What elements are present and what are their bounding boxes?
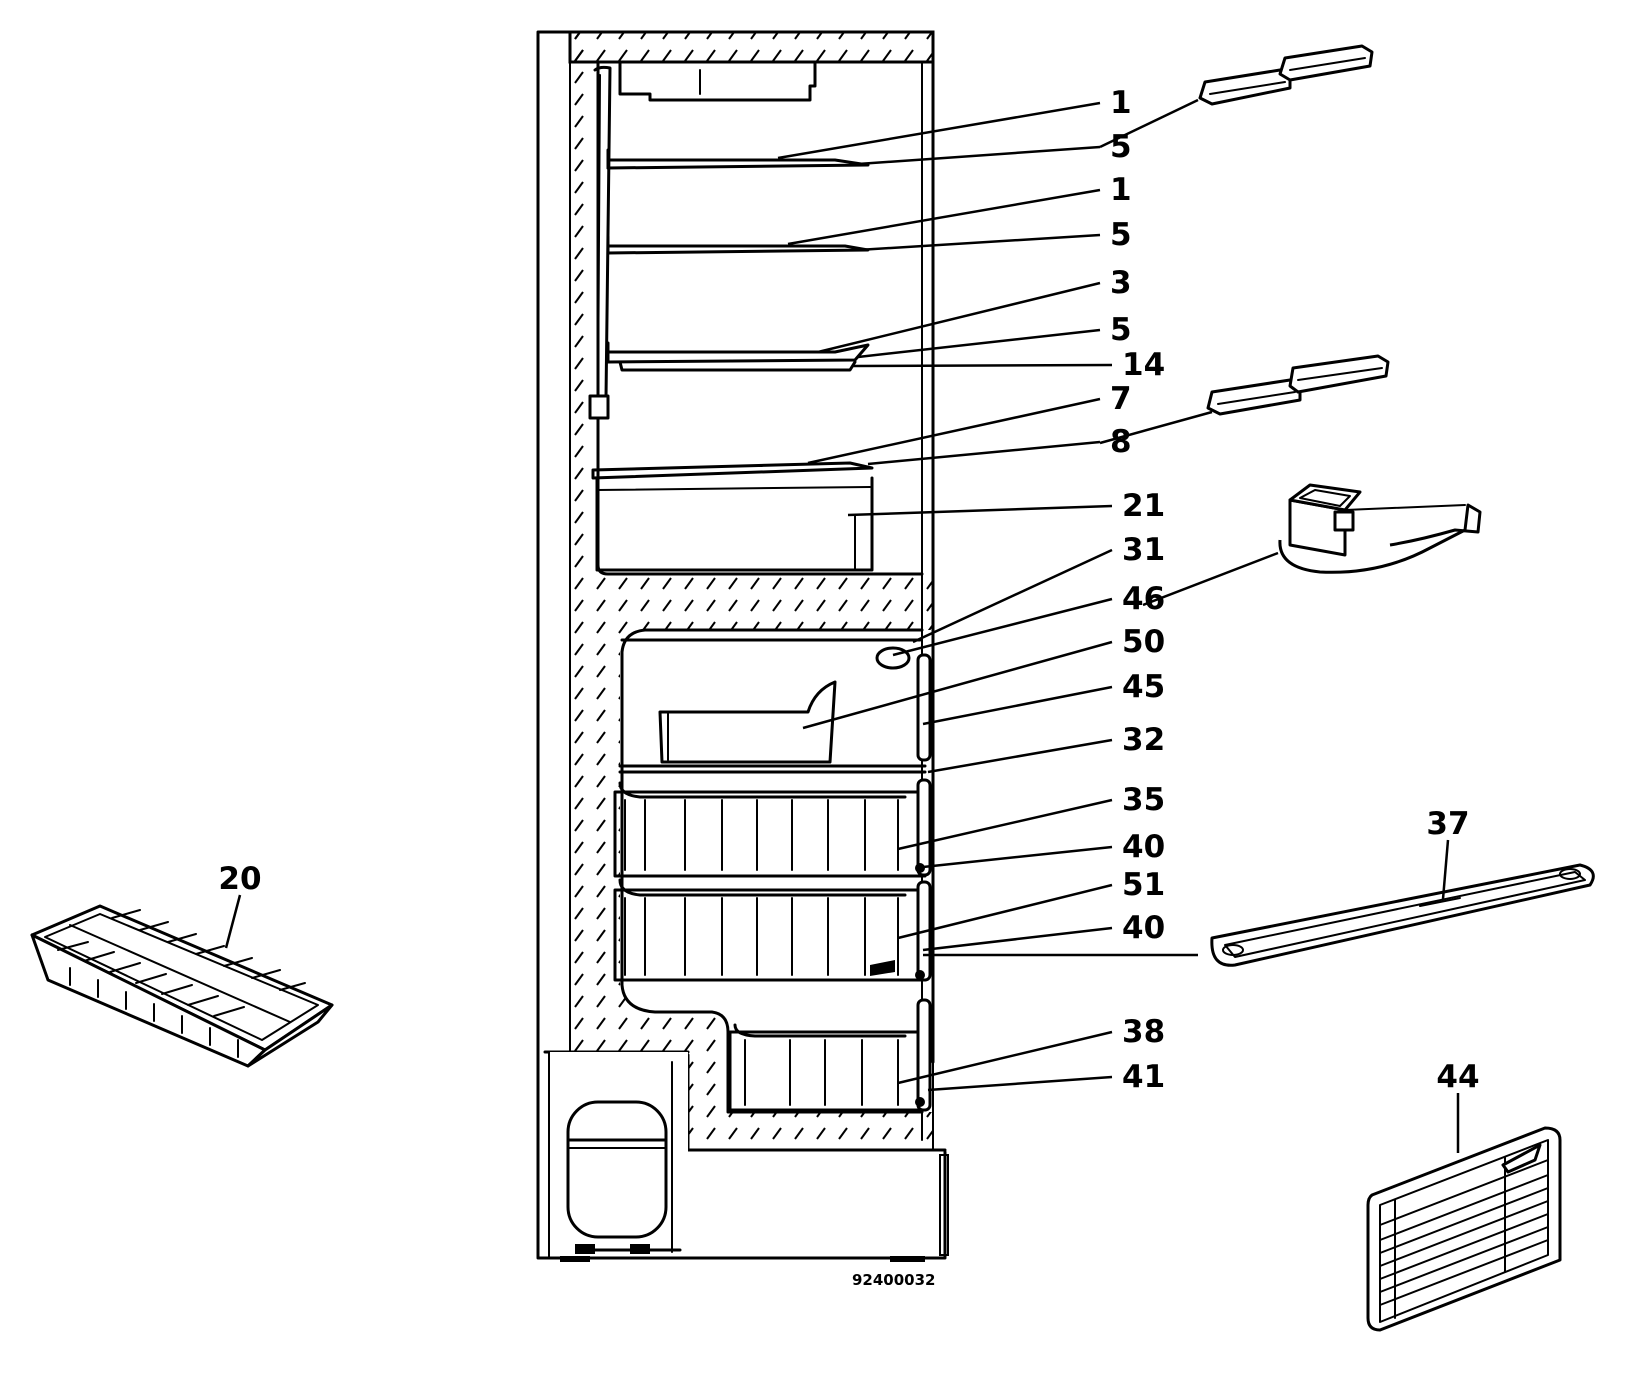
leader-exploded-5 (1099, 98, 1199, 149)
leader-32 (927, 738, 1113, 774)
leader-exploded-8 (1099, 410, 1213, 445)
leader-7 (807, 397, 1101, 465)
shelf-1 (606, 148, 870, 170)
callout-5b: 5 (1110, 217, 1132, 253)
callout-21: 21 (1122, 488, 1165, 524)
callout-32: 32 (1122, 722, 1165, 758)
callout-1a: 1 (1110, 85, 1132, 121)
exploded-part-8-cover-trim (1206, 354, 1390, 416)
leader-1b (787, 188, 1101, 246)
callout-41: 41 (1122, 1059, 1165, 1095)
leader-14 (852, 363, 1113, 368)
leader-1a (777, 101, 1101, 160)
callout-38: 38 (1122, 1014, 1165, 1050)
leader-21 (847, 504, 1113, 517)
ice-scoop-tray (658, 680, 837, 764)
exploded-part-46-thermostat-housing (1278, 483, 1482, 574)
shelf-3 (606, 341, 870, 372)
compressor (566, 1100, 682, 1254)
leader-31 (912, 548, 1113, 644)
callout-37: 37 (1426, 806, 1469, 842)
callout-7: 7 (1110, 381, 1132, 417)
leader-46 (892, 597, 1113, 657)
callout-3: 3 (1110, 265, 1132, 301)
leader-8 (867, 440, 1101, 466)
callout-31: 31 (1122, 532, 1165, 568)
callout-45: 45 (1122, 669, 1165, 705)
leader-51 (897, 883, 1113, 940)
leader-41 (927, 1075, 1113, 1092)
leader-40b (922, 926, 1113, 952)
leader-50 (802, 640, 1113, 730)
freezer-compartment-parts (613, 638, 932, 1112)
freezer-drawer-38 (728, 998, 932, 1112)
callout-51: 51 (1122, 867, 1165, 903)
leader-40a (922, 845, 1113, 869)
leader-20 (224, 894, 242, 949)
callout-40a: 40 (1122, 829, 1165, 865)
shelf-2 (606, 235, 870, 255)
callout-44: 44 (1436, 1059, 1479, 1095)
leader-5b (857, 233, 1101, 252)
leader-35 (897, 798, 1113, 851)
upper-compartment-parts (588, 60, 874, 572)
freezer-basket-35 (613, 778, 932, 878)
freezer-basket-51 (613, 878, 932, 982)
crisper-drawer (591, 461, 874, 572)
leader-45 (922, 685, 1113, 726)
callout-14: 14 (1122, 347, 1165, 383)
leader-exploded-46 (1142, 551, 1279, 607)
leader-37 (1441, 839, 1450, 900)
callout-46: 46 (1122, 581, 1165, 617)
leader-3 (817, 281, 1101, 354)
drawing-number: 92400032 (852, 1271, 936, 1289)
exploded-part-20-ice-cube-tray (30, 904, 334, 1068)
exploded-part-44-freezer-chart-card (1366, 1126, 1562, 1332)
leader-38 (897, 1030, 1113, 1085)
callout-5c: 5 (1110, 312, 1132, 348)
exploded-part-5-shelf-trim (1198, 44, 1374, 106)
callout-20: 20 (218, 861, 261, 897)
callout-5a: 5 (1110, 129, 1132, 165)
callout-8: 8 (1110, 424, 1132, 460)
callout-50: 50 (1122, 624, 1165, 660)
callout-1b: 1 (1110, 172, 1132, 208)
leader-5a (857, 145, 1101, 166)
callout-35: 35 (1122, 782, 1165, 818)
leader-lines (224, 98, 1460, 1153)
exploded-part-37-door-rail (1210, 863, 1595, 967)
callout-40b: 40 (1122, 910, 1165, 946)
leader-5c (857, 328, 1101, 359)
